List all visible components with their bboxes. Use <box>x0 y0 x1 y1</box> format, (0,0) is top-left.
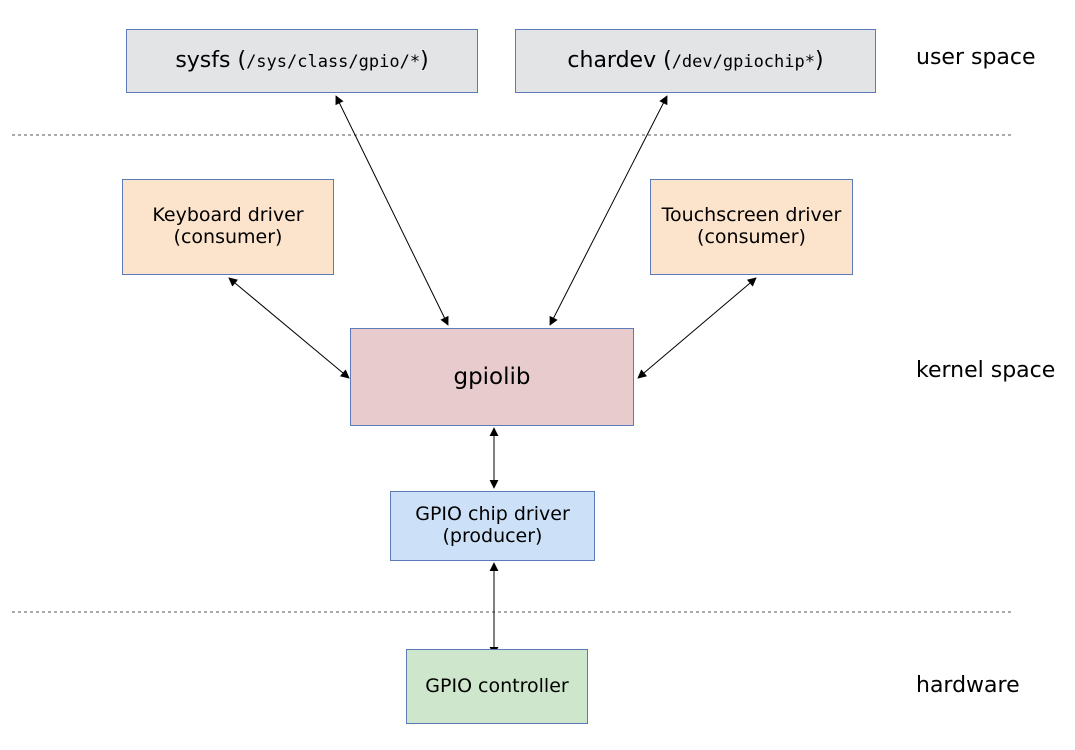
layer-label-user-space: user space <box>916 45 1036 70</box>
gpio-controller-box: GPIO controller <box>406 649 588 724</box>
layer-label-kernel-space: kernel space <box>916 358 1056 383</box>
arrow-touchscreen-gpiolib <box>637 277 757 379</box>
keyboard-driver-box: Keyboard driver (consumer) <box>122 179 334 275</box>
sysfs-path: /sys/class/gpio/* <box>246 52 421 73</box>
chardev-label: chardev <box>567 48 657 74</box>
arrow-keyboard-gpiolib <box>228 277 350 379</box>
chardev-path: /dev/gpiochip* <box>671 52 815 73</box>
touchscreen-driver-role: (consumer) <box>697 226 806 248</box>
sysfs-close-paren: ) <box>420 48 429 74</box>
layer-label-hardware: hardware <box>916 673 1020 698</box>
chardev-open-paren: ( <box>656 48 672 74</box>
gpiolib-box: gpiolib <box>350 328 634 426</box>
keyboard-driver-label: Keyboard driver <box>152 204 304 227</box>
gpiolib-label: gpiolib <box>453 363 531 390</box>
gpio-chip-driver-box: GPIO chip driver (producer) <box>390 491 595 561</box>
keyboard-driver-role: (consumer) <box>173 226 283 248</box>
chardev-box: chardev ( /dev/gpiochip* ) <box>515 29 876 93</box>
touchscreen-driver-label: Touchscreen driver <box>661 204 842 227</box>
sysfs-open-paren: ( <box>230 48 247 74</box>
touchscreen-driver-box: Touchscreen driver (consumer) <box>650 179 853 275</box>
arrow-sysfs-gpiolib <box>335 95 449 326</box>
gpio-chip-driver-role: (producer) <box>442 525 543 547</box>
gpio-controller-label: GPIO controller <box>425 674 569 697</box>
chardev-close-paren: ) <box>814 48 824 74</box>
gpio-chip-driver-label: GPIO chip driver <box>415 503 570 526</box>
sysfs-box: sysfs ( /sys/class/gpio/* ) <box>126 29 478 93</box>
sysfs-label: sysfs <box>175 48 231 74</box>
arrow-chardev-gpiolib <box>549 95 668 326</box>
